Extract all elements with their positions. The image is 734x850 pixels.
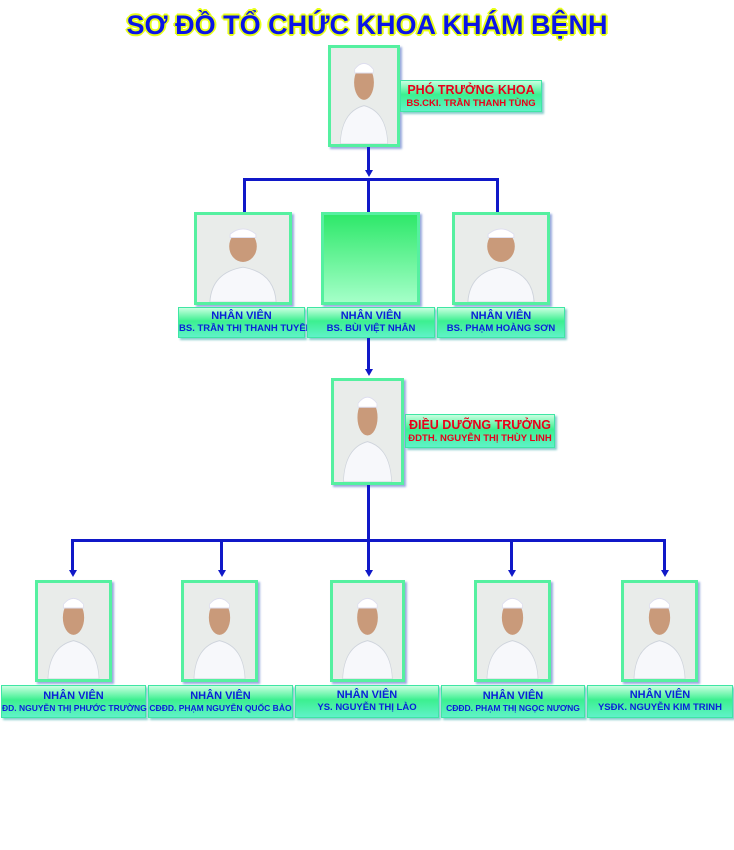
arrow-icon — [364, 170, 373, 177]
person-icon — [209, 228, 277, 302]
role: NHÂN VIÊN — [340, 310, 402, 323]
role: NHÂN VIÊN — [470, 310, 532, 323]
role: NHÂN VIÊN — [482, 689, 544, 702]
name: BS. TRẦN THỊ THANH TUYỀN — [179, 323, 313, 335]
name: CĐĐD. PHẠM NGUYỄN QUỐC BẢO — [149, 703, 292, 713]
photo-staff — [621, 580, 698, 682]
photo-staff — [35, 580, 112, 682]
connector — [663, 539, 666, 571]
person-icon — [193, 597, 246, 679]
person-icon — [47, 597, 100, 679]
arrow-icon — [364, 369, 373, 376]
person-icon — [339, 62, 389, 144]
photo-doctor — [452, 212, 550, 305]
photo-staff — [181, 580, 258, 682]
connector — [367, 338, 370, 370]
name: BS. BÙI VIỆT NHÂN — [326, 323, 416, 335]
photo-nurse-head — [331, 378, 404, 485]
arrow-icon — [68, 570, 77, 577]
role: NHÂN VIÊN — [190, 689, 251, 702]
role: NHÂN VIÊN — [629, 689, 691, 702]
connector — [243, 178, 246, 212]
name: BS. PHẠM HOÀNG SƠN — [446, 323, 556, 335]
connector — [367, 485, 370, 542]
person-icon — [486, 597, 539, 679]
role: NHÂN VIÊN — [43, 689, 104, 702]
connector — [243, 178, 499, 181]
connector — [71, 539, 74, 571]
role: NHÂN VIÊN — [336, 689, 398, 702]
connector — [367, 147, 370, 171]
connector — [496, 178, 499, 212]
role: NHÂN VIÊN — [211, 310, 272, 323]
photo-doctor — [194, 212, 292, 305]
label-head: PHÓ TRƯỞNG KHOA BS.CKI. TRẦN THANH TÙNG — [400, 80, 542, 112]
arrow-icon — [217, 570, 226, 577]
person-icon — [343, 396, 392, 482]
photo-doctor-empty — [321, 212, 420, 305]
name: YSĐK. NGUYỄN KIM TRINH — [597, 702, 723, 714]
role: PHÓ TRƯỞNG KHOA — [407, 82, 535, 97]
chart-title: SƠ ĐỒ TỔ CHỨC KHOA KHÁM BỆNH — [126, 10, 608, 40]
person-icon — [342, 597, 393, 679]
photo-staff — [474, 580, 551, 682]
photo-staff — [330, 580, 405, 682]
photo-head — [328, 45, 400, 147]
person-icon — [633, 597, 686, 679]
name: YS. NGUYỄN THỊ LÀO — [317, 702, 417, 714]
arrow-icon — [660, 570, 669, 577]
connector — [367, 178, 370, 212]
connector — [510, 539, 513, 571]
arrow-icon — [507, 570, 516, 577]
role: ĐIỀU DƯỠNG TRƯỞNG — [408, 417, 552, 432]
name: ĐDTH. NGUYỄN THỊ THÙY LINH — [408, 432, 552, 444]
person-icon — [467, 228, 535, 302]
arrow-icon — [364, 570, 373, 577]
name: BS.CKI. TRẦN THANH TÙNG — [406, 97, 536, 109]
connector — [367, 539, 370, 571]
connector — [220, 539, 223, 571]
name: ĐD. NGUYỄN THỊ PHƯỚC TRƯỜNG — [2, 703, 147, 713]
name: CĐĐD. PHẠM THỊ NGỌC NƯƠNG — [446, 703, 580, 713]
